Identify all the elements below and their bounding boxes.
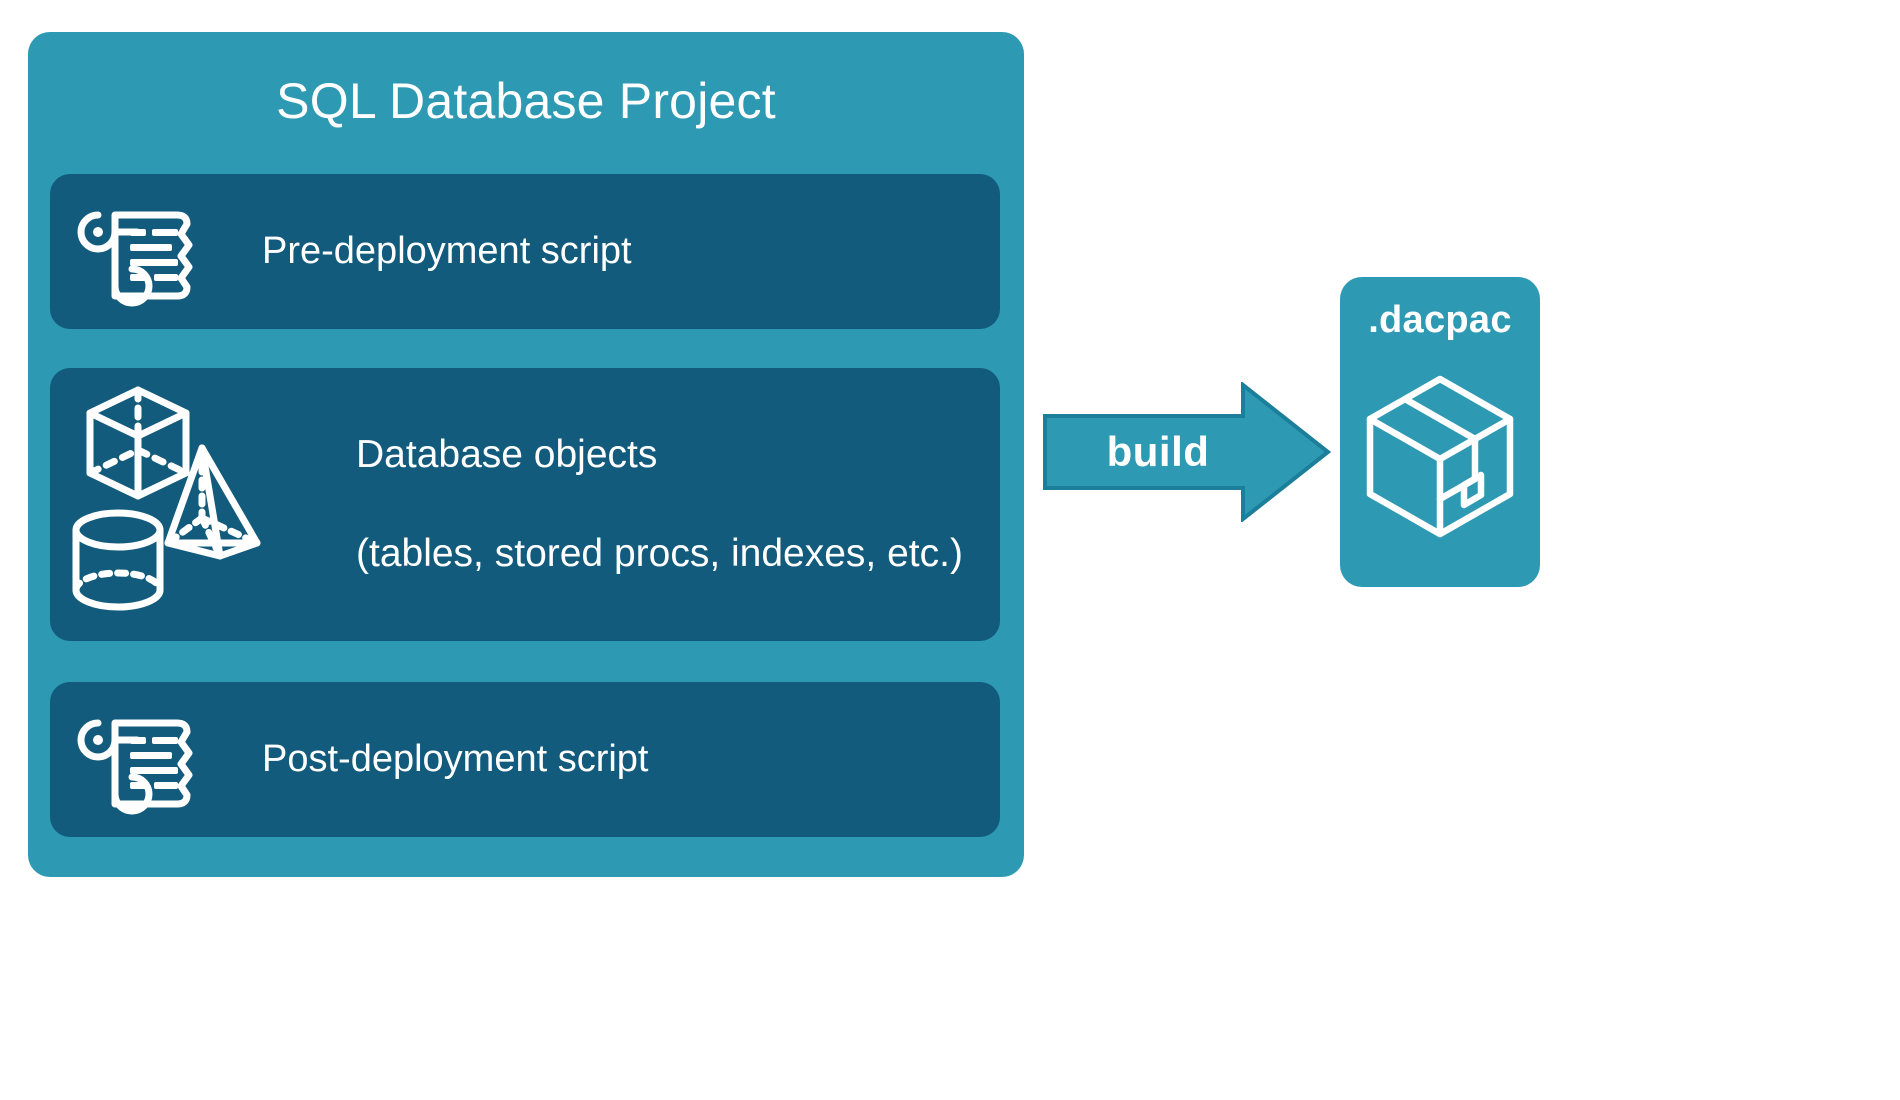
sql-database-project-container: SQL Database Project — [28, 32, 1024, 877]
card-pre-deployment-script[interactable]: Pre-deployment script — [50, 174, 1000, 329]
card-database-objects-line-2: (tables, stored procs, indexes, etc.) — [356, 532, 963, 576]
scroll-icon — [77, 211, 193, 307]
page-title: SQL Database Project — [276, 73, 776, 129]
card-database-objects-label: Database objects (tables, stored procs, … — [356, 380, 963, 630]
cylinder-icon — [72, 509, 164, 611]
post-deployment-icon-group — [50, 682, 270, 837]
card-database-objects-line-1: Database objects — [356, 432, 658, 476]
pyramid-icon — [164, 444, 261, 560]
dacpac-label: .dacpac — [1368, 299, 1512, 341]
cube-icon — [86, 386, 190, 500]
database-objects-icon-group — [50, 368, 270, 641]
card-database-objects[interactable]: Database objects (tables, stored procs, … — [50, 368, 1000, 641]
card-post-deployment-label: Post-deployment script — [262, 738, 649, 781]
card-pre-deployment-label: Pre-deployment script — [262, 230, 632, 273]
scroll-icon — [77, 719, 193, 815]
card-post-deployment-script[interactable]: Post-deployment script — [50, 682, 1000, 837]
pre-deployment-icon-group — [50, 174, 270, 329]
package-box-icon — [1366, 375, 1514, 538]
build-arrow — [1043, 382, 1331, 522]
dacpac-output-box[interactable]: .dacpac — [1340, 277, 1540, 587]
